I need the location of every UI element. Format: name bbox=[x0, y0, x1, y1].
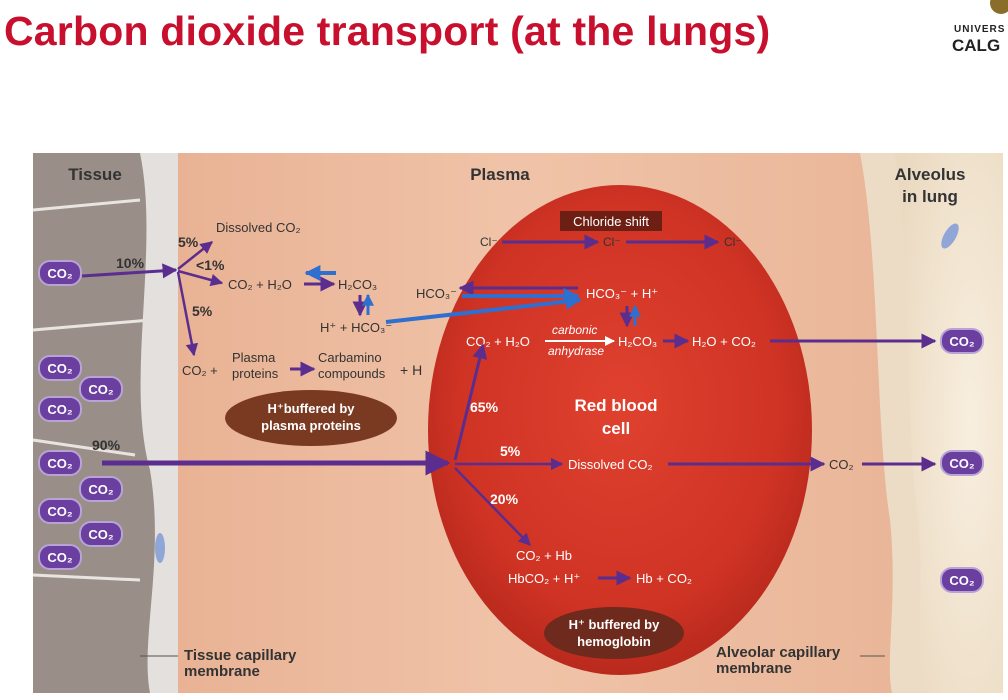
cl-right: Cl⁻ bbox=[724, 235, 742, 249]
alveolar-membrane-label-1: Alveolar capillary bbox=[716, 644, 841, 661]
co2-badge: CO₂ bbox=[39, 499, 81, 523]
co2-badge: CO₂ bbox=[39, 451, 81, 475]
co2-h2o-rbc: CO₂ + H₂O bbox=[466, 334, 530, 349]
plasma-buffer-1: H⁺buffered by bbox=[267, 401, 355, 416]
co2-hb: CO₂ + Hb bbox=[516, 548, 572, 563]
hco3-plasma: HCO₃⁻ bbox=[416, 286, 457, 301]
percent-5-rbc: 5% bbox=[500, 443, 521, 459]
plasma-proteins-2: proteins bbox=[232, 366, 279, 381]
co2-badge: CO₂ bbox=[39, 545, 81, 569]
co2-badge-label: CO₂ bbox=[88, 527, 114, 542]
carbamino-1: Carbamino bbox=[318, 350, 382, 365]
cl-plasma: Cl⁻ bbox=[480, 235, 498, 249]
hb-buffer-oval bbox=[544, 607, 684, 659]
percent-65: 65% bbox=[470, 399, 499, 415]
h2co3-rbc: H₂CO₃ bbox=[618, 334, 657, 349]
plasma-buffer-2: plasma proteins bbox=[261, 418, 361, 433]
hb-co2: Hb + CO₂ bbox=[636, 571, 692, 586]
rbc-label-1: Red blood bbox=[574, 396, 657, 415]
hb-buffer-1: H⁺ buffered by bbox=[569, 617, 660, 632]
alveolus-label-2: in lung bbox=[902, 187, 958, 206]
co2-plasma-right: CO₂ bbox=[829, 457, 854, 472]
anhydrase-label: anhydrase bbox=[548, 344, 604, 358]
percent-10: 10% bbox=[116, 255, 145, 271]
plasma-proteins-1: Plasma bbox=[232, 350, 276, 365]
co2-badge-label: CO₂ bbox=[949, 573, 975, 588]
carbamino-2: compounds bbox=[318, 366, 386, 381]
co2-plus-proteins: CO₂ + bbox=[182, 363, 218, 378]
tissue-label: Tissue bbox=[68, 165, 122, 184]
plus-h: + H bbox=[400, 362, 422, 378]
hbco2-h: HbCO₂ + H⁺ bbox=[508, 571, 580, 586]
alveolus-label-1: Alveolus bbox=[895, 165, 966, 184]
plasma-label: Plasma bbox=[470, 165, 530, 184]
co2-badge-label: CO₂ bbox=[88, 482, 114, 497]
co2-badge-label: CO₂ bbox=[47, 504, 73, 519]
percent-20: 20% bbox=[490, 491, 519, 507]
co2-badge-label: CO₂ bbox=[88, 382, 114, 397]
tissue-membrane-label-2: membrane bbox=[184, 663, 260, 680]
co2-badge-label: CO₂ bbox=[949, 456, 975, 471]
hco3-h-rbc: HCO₃⁻ + H⁺ bbox=[586, 286, 658, 301]
co2-badge: CO₂ bbox=[80, 522, 122, 546]
co2-badge-label: CO₂ bbox=[47, 550, 73, 565]
carbonic-label: carbonic bbox=[552, 323, 597, 337]
rbc-label-2: cell bbox=[602, 419, 630, 438]
co2-badge: CO₂ bbox=[941, 329, 983, 353]
co2-badge: CO₂ bbox=[39, 261, 81, 285]
h2co3-plasma: H₂CO₃ bbox=[338, 277, 377, 292]
percent-90: 90% bbox=[92, 437, 121, 453]
co2-badge: CO₂ bbox=[80, 477, 122, 501]
h2o-co2-rbc: H₂O + CO₂ bbox=[692, 334, 756, 349]
co2-badge: CO₂ bbox=[941, 568, 983, 592]
co2-badge-label: CO₂ bbox=[47, 266, 73, 281]
co2-badge: CO₂ bbox=[39, 356, 81, 380]
percent-5-dissolved: 5% bbox=[178, 234, 199, 250]
cl-rbc: Cl⁻ bbox=[603, 235, 621, 249]
membrane-nucleus bbox=[155, 533, 165, 563]
co2-badge-label: CO₂ bbox=[47, 456, 73, 471]
co2-badge-label: CO₂ bbox=[949, 334, 975, 349]
co2-badge: CO₂ bbox=[80, 377, 122, 401]
co2-h2o-plasma: CO₂ + H₂O bbox=[228, 277, 292, 292]
co2-badge-label: CO₂ bbox=[47, 361, 73, 376]
tissue-membrane-label-1: Tissue capillary bbox=[184, 647, 297, 664]
co2-badge: CO₂ bbox=[941, 451, 983, 475]
chloride-shift-label: Chloride shift bbox=[573, 214, 649, 229]
co2-badge: CO₂ bbox=[39, 397, 81, 421]
alveolar-membrane-label-2: membrane bbox=[716, 660, 792, 677]
percent-less-1: <1% bbox=[196, 257, 225, 273]
hb-buffer-2: hemoglobin bbox=[577, 634, 651, 649]
dissolved-co2-plasma: Dissolved CO₂ bbox=[216, 220, 301, 235]
co2-badge-label: CO₂ bbox=[47, 402, 73, 417]
dissolved-co2-rbc: Dissolved CO₂ bbox=[568, 457, 653, 472]
percent-5-protein: 5% bbox=[192, 303, 213, 319]
h-hco3-plasma: H⁺ + HCO₃⁻ bbox=[320, 320, 392, 335]
